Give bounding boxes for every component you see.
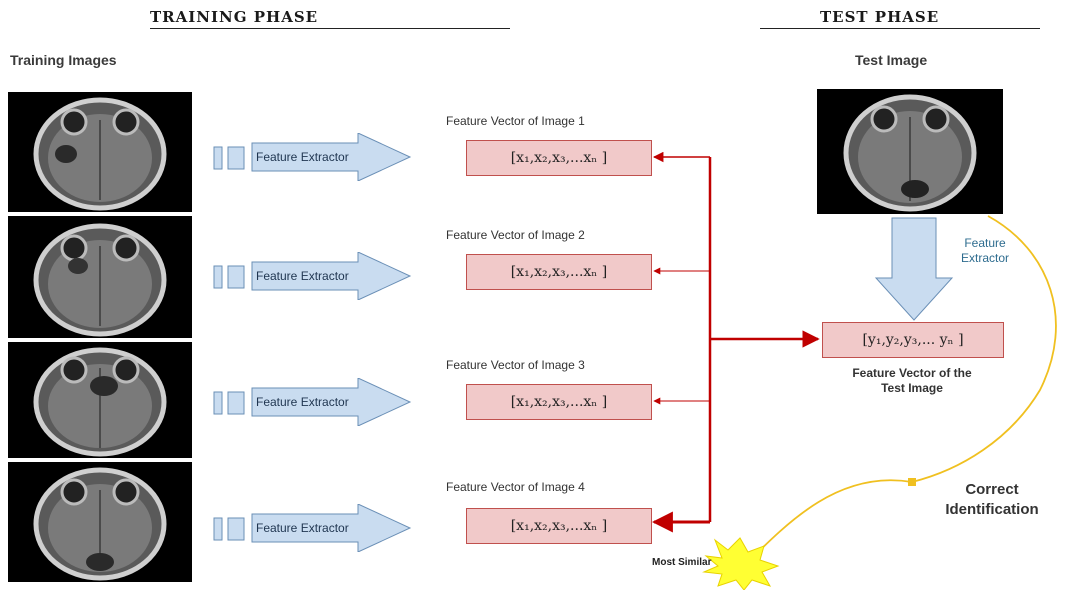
training-image-2 [8, 216, 192, 338]
feature-extractor-arrow-4: Feature Extractor [212, 504, 412, 552]
test-feature-extractor-label: Feature Extractor [944, 236, 1026, 266]
feature-vector-box-2: [x₁,x₂,x₃,...xₙ ] [466, 254, 652, 290]
test-feature-extractor-line2: Extractor [960, 251, 1009, 265]
test-feature-vector-box: [y₁,y₂,y₃,... yₙ ] [822, 322, 1004, 358]
feature-extractor-arrow-1: Feature Extractor [212, 133, 412, 181]
feature-extractor-label: Feature Extractor [256, 395, 349, 409]
correct-line2: Identification [945, 501, 1039, 518]
feature-extractor-label: Feature Extractor [256, 269, 349, 283]
yellow-curve-similar [744, 479, 913, 566]
feature-extractor-label: Feature Extractor [256, 150, 349, 164]
feature-vector-box-3: [x₁,x₂,x₃,...xₙ ] [466, 384, 652, 420]
training-phase-title: TRAINING PHASE [150, 8, 319, 26]
feature-vector-caption-1: Feature Vector of Image 1 [446, 114, 585, 128]
feature-vector-box-4: [x₁,x₂,x₃,...xₙ ] [466, 508, 652, 544]
test-feature-extractor-line1: Feature [964, 236, 1006, 250]
test-phase-title: TEST PHASE [820, 8, 940, 26]
correct-identification-label: Correct Identification [922, 480, 1062, 520]
brain-scan-icon [843, 94, 977, 212]
brain-scan-icon [33, 97, 167, 211]
most-similar-label: Most Similar [652, 557, 712, 568]
correct-line1: Correct [965, 481, 1019, 498]
brain-scan-icon [33, 223, 167, 337]
test-feature-extractor-arrow [874, 217, 954, 321]
training-image-4 [8, 462, 192, 582]
test-phase-rule [760, 28, 1040, 29]
most-similar-burst [702, 537, 780, 590]
feature-vector-caption-4: Feature Vector of Image 4 [446, 480, 585, 494]
feature-vector-box-1: [x₁,x₂,x₃,...xₙ ] [466, 140, 652, 176]
test-image-label: Test Image [855, 52, 928, 68]
feature-vector-caption-3: Feature Vector of Image 3 [446, 358, 585, 372]
brain-scan-icon [33, 347, 167, 457]
training-image-3 [8, 342, 192, 458]
yellow-curve-test [911, 215, 1057, 483]
test-caption-line1: Feature Vector of the [852, 366, 972, 380]
feature-extractor-arrow-2: Feature Extractor [212, 252, 412, 300]
feature-vector-caption-2: Feature Vector of Image 2 [446, 228, 585, 242]
feature-extractor-arrow-3: Feature Extractor [212, 378, 412, 426]
test-feature-vector-caption: Feature Vector of the Test Image [812, 366, 1012, 396]
feature-extractor-label: Feature Extractor [256, 521, 349, 535]
test-caption-line2: Test Image [881, 381, 943, 395]
training-images-label: Training Images [10, 52, 117, 68]
brain-scan-icon [33, 467, 167, 581]
test-image [817, 89, 1003, 214]
correct-marker [908, 478, 916, 486]
training-image-1 [8, 92, 192, 212]
training-phase-rule [150, 28, 510, 29]
